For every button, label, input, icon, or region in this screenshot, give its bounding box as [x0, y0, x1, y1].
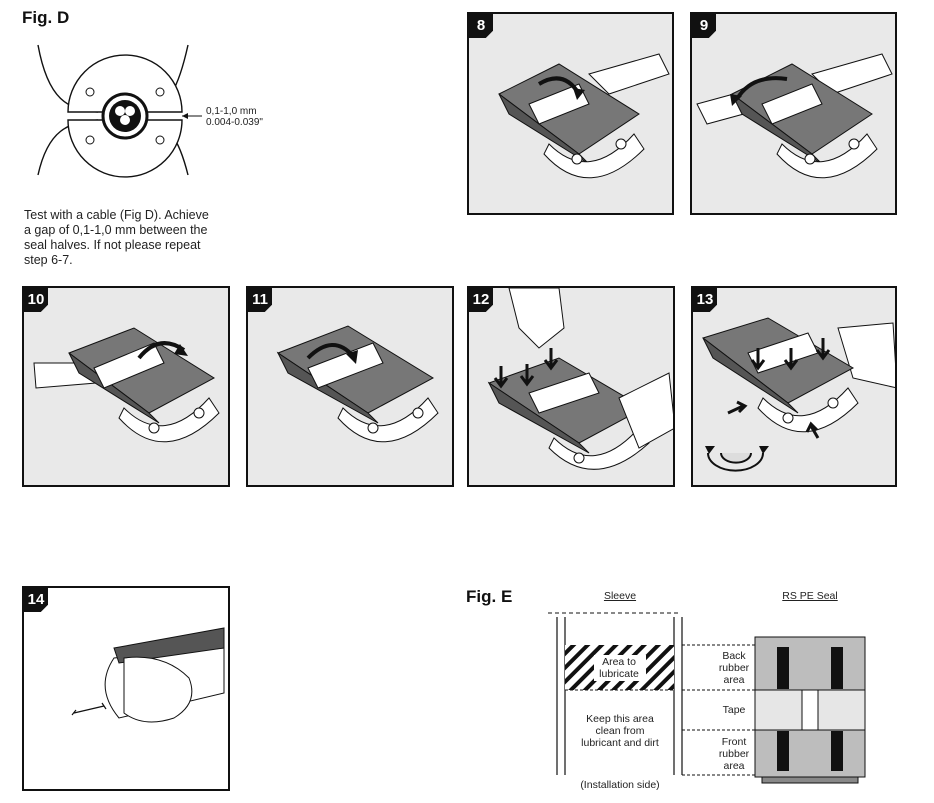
caption-line: a gap of 0,1-1,0 mm between the	[24, 223, 208, 237]
front-rubber-label: Front rubber area	[712, 736, 756, 772]
step-9-panel: 9	[690, 12, 897, 215]
seal-hand-illustration	[701, 317, 895, 472]
fig-d-title: Fig. D	[22, 8, 70, 27]
caption-line: seal halves. If not please repeat	[24, 238, 201, 252]
lbl-line: area	[723, 674, 745, 686]
lbl-line: lubricant and dirt	[581, 737, 659, 749]
lbl-line: rubber	[718, 748, 750, 760]
step-number: 11	[248, 288, 272, 312]
caption-line: step 6-7.	[24, 253, 73, 267]
lbl-line: Front	[721, 736, 747, 748]
fig-d-gap-mm: 0,1-1,0 mm	[206, 106, 257, 117]
step-number: 14	[24, 588, 48, 612]
fig-d-cable-seal-drawing	[37, 44, 202, 178]
seal-tape-illustration	[33, 327, 220, 443]
step-11-panel: 11	[246, 286, 454, 487]
fig-d-caption: Test with a cable (Fig D). Achieve a gap…	[24, 208, 244, 268]
step-13-panel: 13	[691, 286, 897, 487]
step-number: 8	[469, 14, 493, 38]
lbl-line: area	[723, 760, 745, 772]
step-number: 12	[469, 288, 493, 312]
step-number: 10	[24, 288, 48, 312]
fig-e-sleeve-seal-diagram	[548, 612, 866, 784]
step-10-panel: 10	[22, 286, 230, 487]
lbl-line: rubber	[718, 662, 750, 674]
seal-label: RS PE Seal	[782, 590, 838, 602]
installation-side-label: (Installation side)	[580, 779, 660, 791]
lbl-line: Keep this area	[586, 713, 654, 725]
step-12-panel: 12	[467, 286, 675, 487]
caption-line: Test with a cable (Fig D). Achieve	[24, 208, 209, 222]
seal-tape-illustration	[498, 53, 670, 179]
step-number: 13	[693, 288, 717, 312]
lubricate-area-label: Area to lubricate	[594, 656, 644, 680]
back-rubber-label: Back rubber area	[712, 650, 756, 686]
fig-d-gap-in: 0.004-0.039"	[206, 117, 263, 128]
sleeve-label: Sleeve	[603, 590, 637, 602]
pipe-hand-illustration	[71, 627, 225, 723]
lbl-line: Back	[722, 650, 746, 662]
seal-hand-illustration	[487, 288, 673, 470]
seal-tape-illustration	[696, 53, 893, 179]
lbl-line: lubricate	[599, 668, 639, 680]
tape-label: Tape	[722, 704, 746, 716]
lbl-line: Area to	[602, 656, 636, 668]
step-14-panel: 14	[22, 586, 230, 791]
fig-e-title: Fig. E	[466, 587, 513, 606]
clean-area-label: Keep this area clean from lubricant and …	[566, 713, 674, 749]
step-number: 9	[692, 14, 716, 38]
seal-tape-illustration	[276, 325, 439, 443]
step-8-panel: 8	[467, 12, 674, 215]
lbl-line: clean from	[595, 725, 645, 737]
